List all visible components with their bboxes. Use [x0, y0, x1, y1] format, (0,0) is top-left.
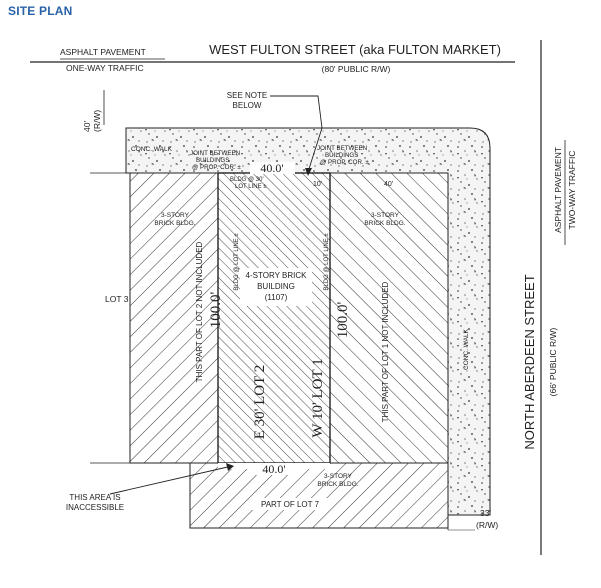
main-bldg-label-3: (1107) — [265, 293, 288, 302]
aberdeen-traffic-label: TWO-WAY TRAFFIC — [567, 150, 577, 229]
inaccessible-leader — [109, 465, 233, 495]
fulton-row-abbrev: (R/W) — [92, 110, 102, 132]
joint-left-line-3: @ PROP. COR. ± — [192, 164, 241, 171]
bldg-30-label: BLDG @ 30' — [230, 177, 264, 183]
lot7-area — [189, 462, 449, 529]
main-bldg-label-1: 4-STORY BRICK — [246, 271, 308, 280]
fulton-traffic-label: ONE-WAY TRAFFIC — [66, 63, 144, 73]
bottom-bldg-label-2: BRICK BLDG. — [317, 481, 358, 488]
lot3-label: LOT 3 — [105, 294, 129, 304]
aberdeen-row-width: 33' — [480, 508, 491, 518]
fulton-row-label: (80' PUBLIC R/W) — [322, 64, 391, 74]
depth-left-label: 100.0' — [208, 291, 224, 328]
lot1-not-included-area — [329, 172, 449, 464]
conc-walk-side-label: CONC. WALK — [463, 328, 470, 370]
inaccessible-line-1: THIS AREA IS — [69, 493, 120, 502]
bottom-bldg-label-1: 3-STORY — [324, 473, 353, 480]
left-bldg-label-1: 3-STORY — [161, 212, 190, 219]
lot-line-label: LOT LINE ± — [235, 184, 267, 190]
main-building-parcel — [217, 172, 331, 464]
see-note-line-2: BELOW — [233, 101, 262, 110]
fulton-pavement-label: ASPHALT PAVEMENT — [60, 47, 146, 57]
ten-ft-label: 10' — [313, 181, 322, 188]
joint-right-line-2: BUILDINGS — [325, 152, 358, 159]
bldg-lot-line-left: BLDG @ LOT LINE ± — [234, 233, 240, 291]
joint-left-line-1: JOINT BETWEEN — [190, 150, 240, 157]
lot1-not-included-label: THIS PART OF LOT 1 NOT INCLUDED — [381, 281, 390, 422]
left-bldg-label-2: BRICK BLDG. — [154, 220, 195, 227]
joint-left-line-2: BUILDINGS — [196, 157, 229, 164]
lot2-not-included-label: THIS PART OF LOT 2 NOT INCLUDED — [195, 241, 204, 382]
joint-right-line-3: @ PROP. COR. ± — [320, 159, 369, 166]
inaccessible-line-2: INACCESSIBLE — [66, 503, 124, 512]
depth-right-label: 100.0' — [335, 301, 351, 338]
see-note-leader — [270, 95, 323, 173]
main-bldg-label-2: BUILDING — [257, 282, 295, 291]
bottom-width-label: 40.0' — [262, 462, 285, 476]
aberdeen-row-label: (66' PUBLIC R/W) — [548, 327, 558, 396]
aberdeen-street-name: NORTH ABERDEEN STREET — [522, 274, 537, 449]
joint-right-line-1: JOINT BETWEEN — [317, 145, 367, 152]
aberdeen-row-abbrev: (R/W) — [476, 520, 498, 530]
aberdeen-pavement-label: ASPHALT PAVEMENT — [553, 147, 563, 233]
forty-right-label: 40' — [384, 181, 393, 188]
fulton-row-width: 40' — [82, 121, 92, 132]
right-bldg-label-1: 3-STORY — [371, 212, 400, 219]
right-bldg-label-2: BRICK BLDG. — [364, 220, 405, 227]
see-note-line-1: SEE NOTE — [227, 91, 267, 100]
conc-walk-top-label: CONC. WALK — [131, 146, 173, 153]
page-title: SITE PLAN — [8, 4, 73, 18]
top-width-label: 40.0' — [260, 161, 283, 175]
e30-lot2-label: E 30' LOT 2 — [252, 365, 268, 440]
w10-lot1-label: W 10' LOT 1 — [310, 358, 326, 437]
bldg-lot-line-right: BLDG @ LOT LINE ± — [324, 233, 330, 291]
lot7-label: PART OF LOT 7 — [261, 500, 320, 509]
fulton-street-name: WEST FULTON STREET (aka FULTON MARKET) — [209, 42, 501, 57]
